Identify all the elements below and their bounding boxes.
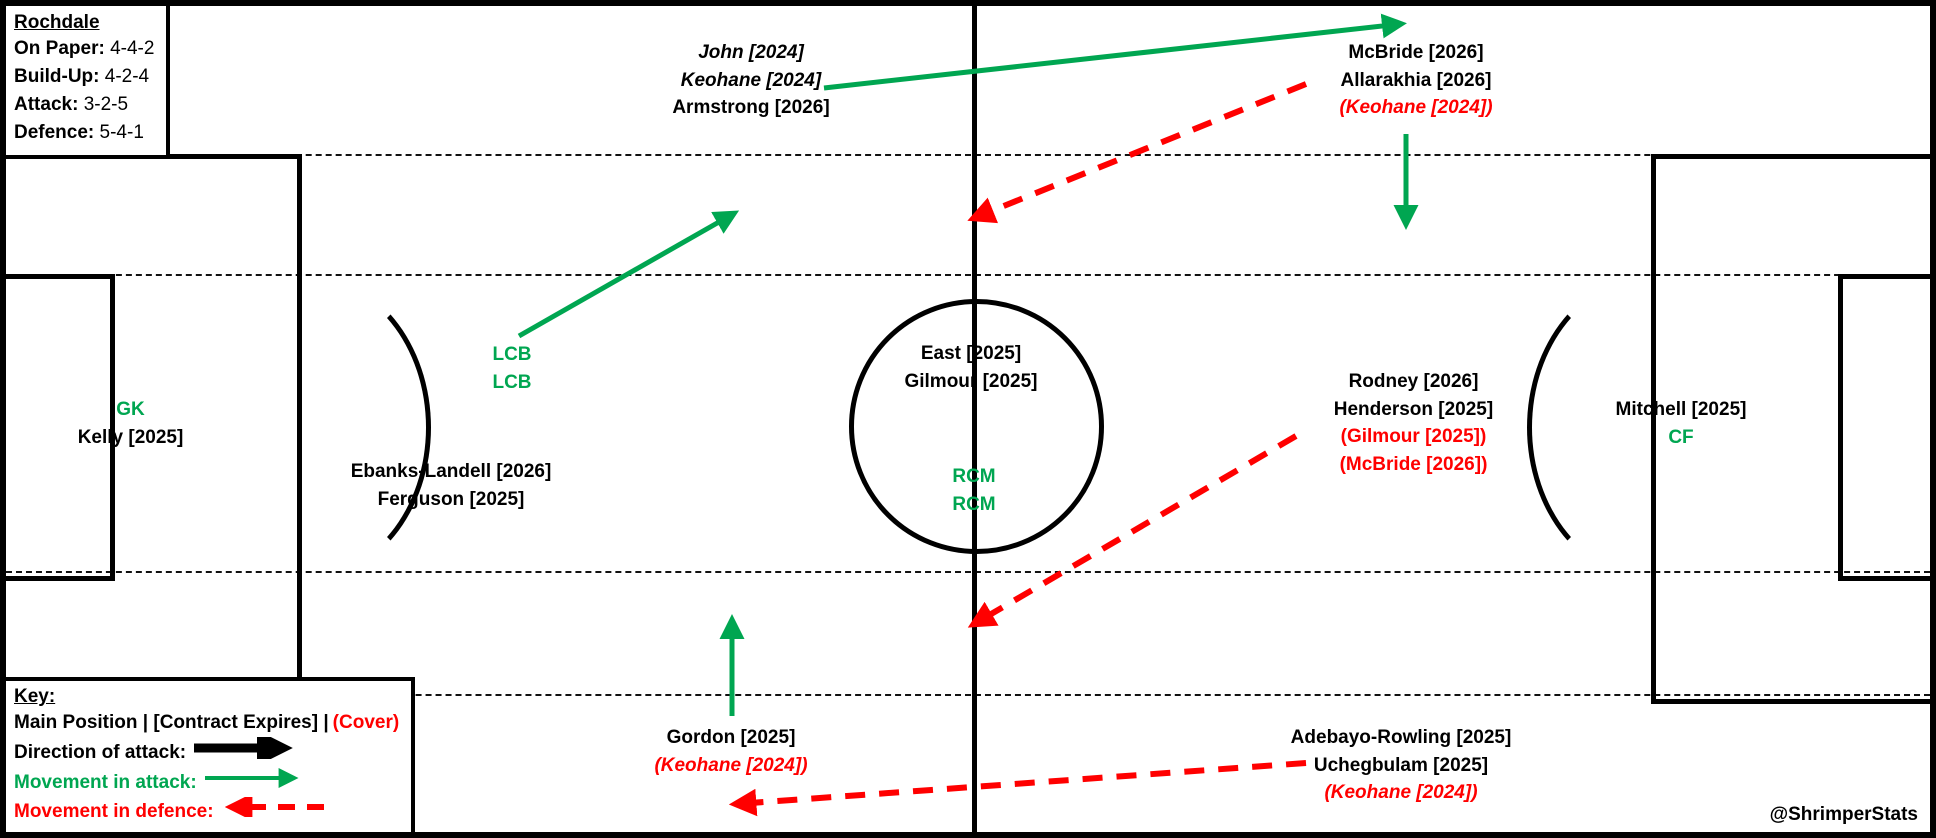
lb-player-1: Gordon [2025]: [666, 727, 796, 748]
info-label-build-up: Build-Up: [14, 65, 94, 87]
player-block-left-wing: John [2024] Keohane [2024] Armstrong [20…: [616, 39, 886, 122]
rm-cover-2: (McBride [2026]): [1339, 453, 1488, 475]
player-block-right-back: Adebayo-Rowling [2025] Uchegbulam [2025]…: [1251, 724, 1551, 807]
rw-player-2: Allarakhia [2026]: [1340, 69, 1492, 91]
goal-area-left: [6, 274, 115, 581]
player-block-lcb-movement: LCB LCB: [452, 341, 572, 396]
lb-cover-1: (Keohane [2024]): [654, 754, 808, 776]
team-name: Rochdale: [14, 12, 100, 33]
key-row-direction: Direction of attack:: [14, 730, 399, 768]
cb-player-2: Ferguson [2025]: [377, 488, 525, 510]
cf-position: CF: [1668, 426, 1694, 448]
cf-player-1: Mitchell [2025]: [1615, 399, 1747, 420]
rb-cover-1: (Keohane [2024]): [1324, 782, 1478, 804]
pitch-penalty-line-bottom: [6, 571, 1930, 573]
key-title: Key:: [14, 686, 56, 708]
info-value-build-up: 4-2-4: [104, 65, 150, 87]
rm-cover-1: (Gilmour [2025]): [1340, 426, 1487, 448]
info-value-attack: 3-2-5: [83, 93, 129, 115]
player-block-striker: Mitchell [2025] CF: [1566, 396, 1796, 451]
penalty-arc-left: [181, 274, 431, 581]
team-info-box: Rochdale On Paper: 4-4-2 Build-Up: 4-2-4…: [6, 6, 171, 159]
defence-arrow-icon: [218, 793, 328, 826]
info-row-build-up: Build-Up: 4-2-4: [14, 65, 150, 87]
key-legend-text: Main Position | [Contract Expires] |: [14, 712, 329, 734]
cm-player-1: East [2025]: [920, 343, 1022, 364]
watermark: @ShrimperStats: [1769, 804, 1918, 825]
pitch-third-line-bottom: [6, 694, 1930, 696]
info-value-defence: 5-4-1: [99, 121, 144, 143]
rcm-movement-2: RCM: [952, 493, 996, 515]
player-block-right-mid: Rodney [2026] Henderson [2025] (Gilmour …: [1266, 368, 1561, 478]
cb-player-1: Ebanks-Landell [2026]: [350, 461, 552, 482]
pitch-third-line-top: [6, 154, 1930, 156]
goal-area-right: [1838, 274, 1930, 581]
info-row-on-paper: On Paper: 4-4-2: [14, 38, 155, 59]
key-defence-label: Movement in defence:: [14, 800, 214, 822]
rw-player-1: McBride [2026]: [1348, 42, 1484, 63]
lw-player-1: John [2024]: [698, 42, 804, 63]
cm-player-2: Gilmour [2025]: [904, 370, 1038, 392]
player-block-gk: GK Kelly [2025]: [38, 396, 223, 451]
rcm-movement-1: RCM: [952, 466, 996, 487]
rb-player-2: Uchegbulam [2025]: [1313, 754, 1489, 776]
lw-player-2: Keohane [2024]: [680, 69, 822, 91]
info-row-attack: Attack: 3-2-5: [14, 93, 129, 115]
rw-cover-1: (Keohane [2024]): [1339, 97, 1493, 119]
rm-player-2: Henderson [2025]: [1333, 398, 1494, 420]
penalty-arc-right: [1527, 274, 1777, 581]
lcb-movement-1: LCB: [492, 344, 532, 365]
key-legend-cover: (Cover): [332, 712, 400, 734]
rb-player-1: Adebayo-Rowling [2025]: [1290, 727, 1512, 748]
lw-player-3: Armstrong [2026]: [672, 97, 830, 119]
info-label-defence: Defence: [14, 121, 88, 143]
info-label-attack: Attack: [14, 93, 73, 115]
key-box: Key: Main Position | [Contract Expires] …: [6, 677, 416, 832]
info-value-on-paper: 4-4-2: [110, 38, 155, 59]
key-attack-label: Movement in attack:: [14, 771, 197, 793]
key-row-defence: Movement in defence:: [14, 793, 399, 826]
direction-arrow-icon: [190, 730, 300, 768]
player-block-centre-mids: East [2025] Gilmour [2025]: [851, 340, 1091, 395]
player-block-right-wing: McBride [2026] Allarakhia [2026] (Keohan…: [1276, 39, 1556, 122]
gk-player-1: Kelly [2025]: [77, 426, 184, 448]
player-block-centre-backs: Ebanks-Landell [2026] Ferguson [2025]: [306, 458, 596, 513]
key-direction-label: Direction of attack:: [14, 741, 187, 763]
info-label-on-paper: On Paper: [14, 38, 99, 59]
player-block-left-back: Gordon [2025] (Keohane [2024]): [606, 724, 856, 779]
player-block-rcm-movement: RCM RCM: [914, 463, 1034, 518]
info-row-defence: Defence: 5-4-1: [14, 121, 144, 143]
key-row-attack: Movement in attack:: [14, 768, 399, 797]
rm-player-1: Rodney [2026]: [1348, 371, 1479, 392]
gk-position: GK: [116, 399, 145, 420]
lcb-movement-2: LCB: [492, 371, 532, 393]
pitch-penalty-line-top: [6, 274, 1930, 276]
attack-arrow-icon: [201, 768, 311, 797]
key-row-legend: Main Position | [Contract Expires] | (Co…: [14, 709, 399, 737]
